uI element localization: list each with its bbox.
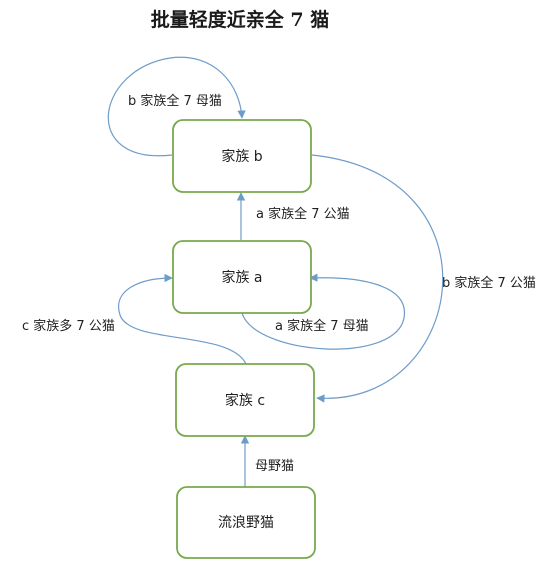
- node-family-c-label: 家族 c: [225, 392, 265, 409]
- edge-b-to-c: [311, 154, 444, 403]
- node-family-c: 家族 c: [175, 363, 315, 437]
- node-stray-cat-box: [176, 486, 316, 559]
- node-stray-cat: 流浪野猫: [176, 486, 316, 559]
- node-family-a-box: [172, 240, 312, 314]
- edge-c-to-a: [118, 273, 247, 365]
- node-family-b-label: 家族 b: [221, 148, 262, 165]
- edge-label-b-to-c: b 家族全 7 公猫: [442, 275, 536, 291]
- edge-label-c-to-a: c 家族多 7 公猫: [22, 318, 115, 334]
- node-family-b-box: [172, 119, 312, 193]
- diagram-title: 批量轻度近亲全 7 猫: [151, 8, 329, 31]
- node-family-a-label: 家族 a: [221, 269, 262, 286]
- edge-label-b-self: b 家族全 7 母猫: [128, 93, 222, 109]
- edge-a-self-loop: [241, 273, 405, 350]
- edge-b-self-loop: [107, 56, 246, 157]
- edge-label-a-to-b: a 家族全 7 公猫: [256, 206, 350, 222]
- node-family-b: 家族 b: [172, 119, 312, 193]
- node-stray-cat-label: 流浪野猫: [218, 515, 274, 531]
- node-family-a: 家族 a: [172, 240, 312, 314]
- node-family-c-box: [175, 363, 315, 437]
- edge-label-a-self: a 家族全 7 母猫: [275, 318, 369, 334]
- edge-label-stray-to-c: 母野猫: [255, 459, 294, 474]
